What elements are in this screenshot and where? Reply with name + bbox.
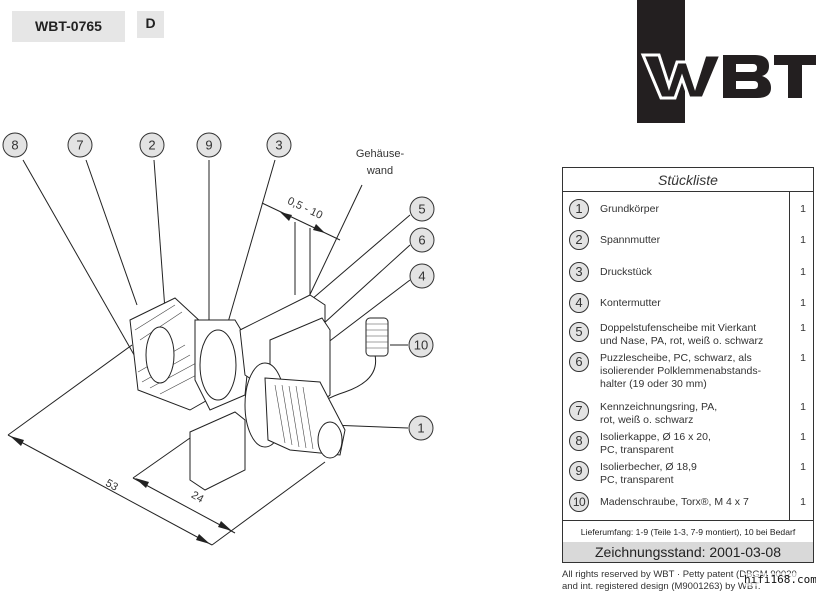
leader-8 xyxy=(22,159,138,361)
svg-text:9: 9 xyxy=(205,138,212,153)
part-quantity: 1 xyxy=(800,266,806,278)
leader-2 xyxy=(153,159,166,311)
wall-label-line2: wand xyxy=(366,165,393,177)
connector-assembly xyxy=(129,294,389,491)
svg-text:10: 10 xyxy=(414,338,428,353)
dimension-label-53: 53 xyxy=(103,477,120,494)
part-quantity: 1 xyxy=(800,352,806,364)
part-quantity: 1 xyxy=(800,431,806,443)
leader-wall xyxy=(304,184,363,306)
part-description: Puzzlescheibe, PC, schwarz, als isoliere… xyxy=(600,352,762,390)
svg-text:2: 2 xyxy=(148,138,155,153)
quantity-column-divider xyxy=(789,192,790,520)
dimension-front-length: 24 xyxy=(132,437,236,534)
svg-text:1: 1 xyxy=(417,421,424,436)
part-description: Isolierkappe, Ø 16 x 20, PC, transparent xyxy=(600,431,711,456)
part-quantity: 1 xyxy=(800,496,806,508)
part-description: Spannmutter xyxy=(600,234,661,246)
svg-text:6: 6 xyxy=(418,233,425,248)
part-number-badge: 1 xyxy=(569,199,589,219)
part-description: Madenschraube, Torx®, M 4 x 7 xyxy=(600,496,749,508)
part-number-badge: 5 xyxy=(569,322,589,342)
callout-8: 8 xyxy=(2,132,28,158)
part-quantity: 1 xyxy=(800,401,806,413)
language-badge: D xyxy=(137,11,164,38)
dimension-label-wall: 0,5 - 10 xyxy=(285,195,324,222)
callout-1: 1 xyxy=(408,415,434,441)
part-description: Doppelstufenscheibe mit Vierkant und Nas… xyxy=(600,322,764,347)
scope-of-delivery: Lieferumfang: 1-9 (Teile 1-3, 7-9 montie… xyxy=(563,520,813,542)
copyright-notice: All rights reserved by WBT · Petty paten… xyxy=(562,569,797,592)
parts-list-title: Stückliste xyxy=(563,168,813,192)
part-quantity: 1 xyxy=(800,203,806,215)
part-number-badge: 2 xyxy=(569,230,589,250)
callout-2: 2 xyxy=(139,132,165,158)
housing-wall-lower xyxy=(189,411,246,491)
dimension-label-24: 24 xyxy=(189,489,206,506)
svg-text:7: 7 xyxy=(76,138,83,153)
wbt-logo xyxy=(637,0,816,123)
part-number-badge: 3 xyxy=(569,262,589,282)
document-id-label: WBT-0765 xyxy=(12,11,125,42)
svg-text:3: 3 xyxy=(275,138,282,153)
logo-letter-w xyxy=(640,53,724,100)
part-number-badge: 9 xyxy=(569,461,589,481)
drawing-status: Zeichnungsstand: 2001-03-08 xyxy=(563,542,813,562)
body-end xyxy=(317,421,343,459)
svg-text:8: 8 xyxy=(11,138,18,153)
svg-text:4: 4 xyxy=(418,269,425,284)
part-description: Grundkörper xyxy=(600,203,659,215)
callout-5: 5 xyxy=(409,196,435,222)
callout-7: 7 xyxy=(67,132,93,158)
dimension-wall-thickness: 0,5 - 10 xyxy=(261,195,341,300)
cup-ring xyxy=(199,329,237,401)
part-description: Druckstück xyxy=(600,266,652,278)
part-quantity: 1 xyxy=(800,297,806,309)
part-number-badge: 8 xyxy=(569,431,589,451)
part-number-badge: 6 xyxy=(569,352,589,372)
callout-10: 10 xyxy=(408,332,434,358)
parts-list-table: Stückliste 1 Grundkörper 1 2 Spannmutter… xyxy=(562,167,814,563)
svg-text:5: 5 xyxy=(418,202,425,217)
callout-3: 3 xyxy=(266,132,292,158)
parts-list-body: 1 Grundkörper 1 2 Spannmutter 1 3 Drucks… xyxy=(563,192,813,520)
watermark: hifi168.com xyxy=(744,573,816,586)
callout-9: 9 xyxy=(196,132,222,158)
wall-label-line1: Gehäuse- xyxy=(356,148,405,160)
part-number-badge: 10 xyxy=(569,492,589,512)
exploded-assembly-drawing: 0,5 - 10 Gehäuse- wand 53 24 xyxy=(2,132,435,546)
part-description: Kennzeichnungsring, PA, rot, weiß o. sch… xyxy=(600,401,718,426)
part-description: Isolierbecher, Ø 18,9 PC, transparent xyxy=(600,461,697,486)
part-description: Kontermutter xyxy=(600,297,661,309)
part-quantity: 1 xyxy=(800,461,806,473)
part-quantity: 1 xyxy=(800,322,806,334)
callout-4: 4 xyxy=(409,263,435,289)
part-number-badge: 4 xyxy=(569,293,589,313)
callout-6: 6 xyxy=(409,227,435,253)
leader-3 xyxy=(219,159,276,351)
cap-opening xyxy=(145,326,175,384)
leader-7 xyxy=(85,159,138,306)
part-quantity: 1 xyxy=(800,234,806,246)
logo-letter-b xyxy=(723,55,771,98)
grub-screw xyxy=(365,317,389,357)
part-number-badge: 7 xyxy=(569,401,589,421)
dimension-overall-length: 53 xyxy=(7,344,326,546)
logo-letter-t xyxy=(774,55,816,98)
